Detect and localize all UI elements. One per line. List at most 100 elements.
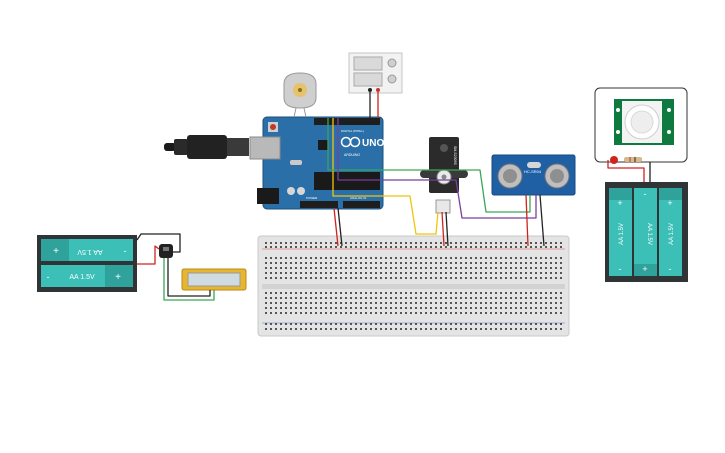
breadboard-hole: [330, 302, 332, 304]
breadboard-hole: [500, 323, 502, 325]
breadboard-hole: [390, 302, 392, 304]
breadboard-hole: [350, 257, 352, 259]
breadboard-hole: [500, 302, 502, 304]
battery-pack-left[interactable]: + - + - AA 1.5V AA 1.5V: [37, 235, 137, 292]
battery-pack-right[interactable]: + + + - - - AA 1.5V AA 1.5V AA 1.5V: [605, 182, 688, 282]
breadboard-hole: [470, 297, 472, 299]
breadboard-hole: [500, 257, 502, 259]
breadboard-hole: [480, 328, 482, 330]
arduino-uno-board[interactable]: UNO DIGITAL (PWM~) ARDUINO POWER ANALOG …: [164, 116, 384, 210]
breadboard-hole: [465, 242, 467, 244]
breadboard-hole: [280, 257, 282, 259]
breadboard-hole: [425, 312, 427, 314]
breadboard-hole: [540, 307, 542, 309]
breadboard-hole: [480, 297, 482, 299]
breadboard-hole: [550, 292, 552, 294]
breadboard-hole: [280, 272, 282, 274]
breadboard-hole: [490, 297, 492, 299]
breadboard-hole: [550, 323, 552, 325]
breadboard-hole: [415, 302, 417, 304]
breadboard-hole: [445, 242, 447, 244]
breadboard-hole: [325, 323, 327, 325]
breadboard-hole: [510, 323, 512, 325]
power-supply[interactable]: [348, 52, 403, 94]
breadboard-hole: [445, 328, 447, 330]
battery-left-cell-top: AA 1.5V: [77, 248, 103, 255]
breadboard-hole: [400, 302, 402, 304]
breadboard-hole: [265, 328, 267, 330]
breadboard-hole: [520, 257, 522, 259]
breadboard-hole: [475, 267, 477, 269]
breadboard-hole: [425, 328, 427, 330]
breadboard-hole: [430, 323, 432, 325]
breadboard-hole: [435, 242, 437, 244]
breadboard-hole: [440, 302, 442, 304]
breadboard-hole: [400, 307, 402, 309]
breadboard-hole: [370, 246, 372, 248]
breadboard-hole: [275, 312, 277, 314]
breadboard-hole: [555, 312, 557, 314]
breadboard-hole: [560, 307, 562, 309]
breadboard-hole: [290, 257, 292, 259]
breadboard-hole: [465, 297, 467, 299]
breadboard-hole: [410, 246, 412, 248]
slide-switch[interactable]: [159, 244, 173, 258]
breadboard-hole: [395, 302, 397, 304]
breadboard-hole: [405, 307, 407, 309]
breadboard-hole: [345, 262, 347, 264]
breadboard-hole: [505, 292, 507, 294]
breadboard-hole: [275, 307, 277, 309]
dc-motor[interactable]: [283, 72, 317, 118]
breadboard-hole: [420, 307, 422, 309]
battery-left-plus-top: +: [53, 246, 59, 257]
breadboard-hole: [440, 323, 442, 325]
breadboard-hole: [545, 328, 547, 330]
breadboard-hole: [440, 272, 442, 274]
breadboard-hole: [330, 272, 332, 274]
breadboard-hole: [390, 242, 392, 244]
breadboard-hole: [525, 307, 527, 309]
breadboard-hole: [335, 307, 337, 309]
breadboard-hole: [420, 297, 422, 299]
breadboard-hole: [270, 272, 272, 274]
breadboard-hole: [495, 292, 497, 294]
breadboard-hole: [455, 272, 457, 274]
breadboard-hole: [445, 307, 447, 309]
breadboard[interactable]: [257, 235, 570, 337]
breadboard-hole: [265, 267, 267, 269]
breadboard-hole: [555, 307, 557, 309]
ultrasonic-sensor[interactable]: HC-SR04: [491, 154, 576, 196]
breadboard-hole: [345, 307, 347, 309]
breadboard-hole: [320, 292, 322, 294]
servo-motor[interactable]: SM-S2309S: [420, 137, 468, 214]
breadboard-hole: [560, 267, 562, 269]
breadboard-hole: [450, 277, 452, 279]
breadboard-hole: [425, 297, 427, 299]
breadboard-hole: [445, 312, 447, 314]
breadboard-hole: [380, 242, 382, 244]
breadboard-hole: [545, 246, 547, 248]
breadboard-hole: [380, 246, 382, 248]
breadboard-hole: [500, 267, 502, 269]
breadboard-hole: [285, 262, 287, 264]
breadboard-hole: [390, 323, 392, 325]
breadboard-hole: [305, 328, 307, 330]
breadboard-hole: [505, 328, 507, 330]
breadboard-hole: [330, 246, 332, 248]
pir-sensor[interactable]: [594, 87, 688, 164]
breadboard-hole: [310, 307, 312, 309]
breadboard-hole: [345, 242, 347, 244]
breadboard-hole: [450, 267, 452, 269]
lcd-display[interactable]: [181, 268, 247, 291]
breadboard-hole: [310, 292, 312, 294]
breadboard-hole: [440, 242, 442, 244]
breadboard-hole: [345, 302, 347, 304]
breadboard-hole: [315, 302, 317, 304]
breadboard-hole: [275, 302, 277, 304]
breadboard-hole: [505, 323, 507, 325]
breadboard-hole: [275, 277, 277, 279]
breadboard-hole: [480, 262, 482, 264]
breadboard-hole: [385, 267, 387, 269]
breadboard-hole: [520, 307, 522, 309]
breadboard-hole: [415, 262, 417, 264]
